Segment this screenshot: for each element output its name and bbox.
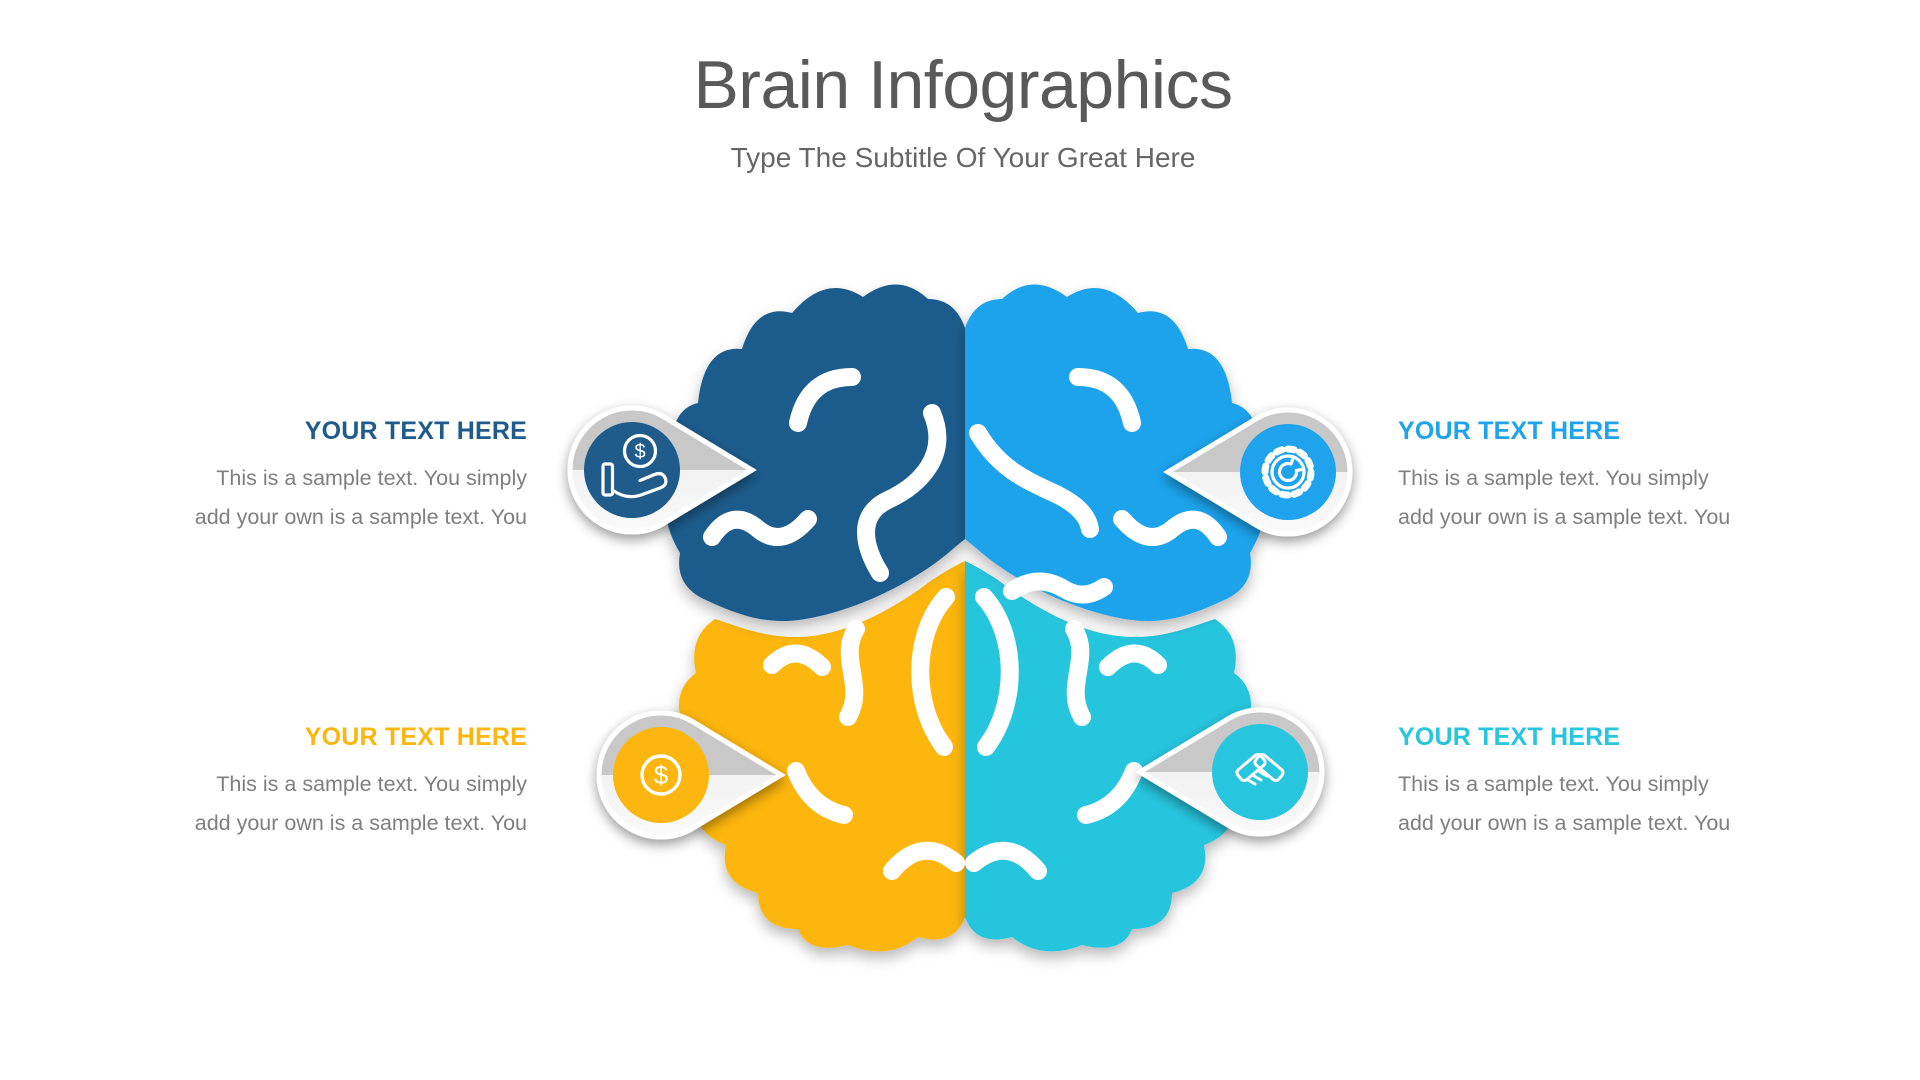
section-body: This is a sample text. You simply add yo… bbox=[1398, 772, 1731, 835]
brain-graphic: $ $ bbox=[567, 284, 1353, 952]
lobe-bottom-left bbox=[678, 561, 965, 952]
section-heading: YOUR TEXT HERE bbox=[1398, 417, 1621, 445]
section-top-left: YOUR TEXT HERE This is a sample text. Yo… bbox=[107, 416, 527, 537]
lobe-top-left bbox=[665, 284, 965, 622]
brain-folds-top-left bbox=[703, 368, 947, 582]
brain-folds-bottom-left bbox=[763, 588, 965, 880]
lobe-top-right bbox=[965, 284, 1265, 622]
section-body: This is a sample text. You simply add yo… bbox=[1398, 466, 1731, 529]
brain-folds-top-right bbox=[969, 368, 1227, 604]
section-top-right: YOUR TEXT HERE This is a sample text. Yo… bbox=[1398, 416, 1818, 537]
hand-receiving-money-icon: $ bbox=[601, 433, 668, 499]
section-bottom-left: YOUR TEXT HERE This is a sample text. Yo… bbox=[107, 722, 527, 843]
section-body: This is a sample text. You simply add yo… bbox=[194, 772, 527, 835]
section-heading: YOUR TEXT HERE bbox=[304, 723, 527, 751]
brain-lobes bbox=[665, 284, 1265, 952]
icon-badge-top-right bbox=[1240, 424, 1336, 520]
brain-folds bbox=[703, 368, 1227, 880]
lobe-bottom-right bbox=[965, 561, 1252, 952]
handshake-icon bbox=[1235, 753, 1285, 786]
gear-wrench-icon bbox=[1261, 445, 1315, 499]
dollar-coin-icon: $ bbox=[640, 754, 682, 796]
dollar-sign-glyph: $ bbox=[654, 760, 669, 790]
section-body: This is a sample text. You simply add yo… bbox=[194, 466, 527, 529]
brain-folds-bottom-right bbox=[965, 588, 1167, 880]
section-heading: YOUR TEXT HERE bbox=[304, 417, 527, 445]
section-bottom-right: YOUR TEXT HERE This is a sample text. Yo… bbox=[1398, 722, 1818, 843]
section-heading: YOUR TEXT HERE bbox=[1398, 723, 1621, 751]
icon-badges: $ $ bbox=[584, 422, 1336, 823]
dollar-sign-glyph: $ bbox=[634, 441, 645, 463]
slide-title: Brain Infographics bbox=[693, 47, 1233, 123]
slide-subtitle: Type The Subtitle Of Your Great Here bbox=[730, 142, 1196, 173]
icon-badge-bottom-left bbox=[613, 727, 709, 823]
